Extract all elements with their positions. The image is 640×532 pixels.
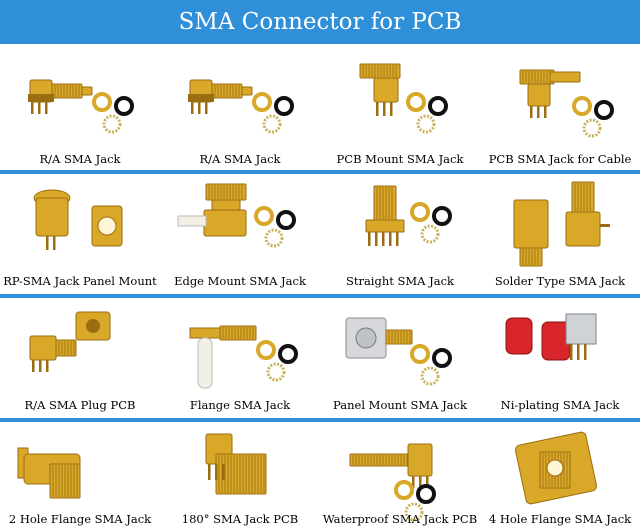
row-divider — [0, 170, 640, 174]
product-label: Panel Mount SMA Jack — [333, 398, 467, 412]
connector-image — [205, 433, 267, 495]
connector-image — [188, 79, 294, 134]
product-label: PCB Mount SMA Jack — [336, 152, 464, 166]
connector-image — [365, 185, 452, 246]
product-label: 180° SMA Jack PCB — [181, 512, 299, 526]
connector-image — [177, 183, 296, 248]
connector-image — [359, 63, 448, 134]
page-title: SMA Connector for PCB — [178, 9, 462, 35]
product-label: Flange SMA Jack — [189, 398, 291, 412]
row-divider — [0, 418, 640, 422]
product-label: Waterproof SMA Jack PCB — [322, 512, 478, 526]
connector-image — [28, 79, 134, 134]
product-label: R/A SMA Jack — [39, 152, 121, 166]
product-label: 2 Hole Flange SMA Jack — [8, 512, 152, 526]
connector-image — [189, 325, 298, 389]
connector-image — [519, 69, 614, 138]
connector-image — [513, 181, 610, 267]
product-label: Straight SMA Jack — [345, 274, 455, 288]
product-label: Solder Type SMA Jack — [494, 274, 626, 288]
product-label: RP-SMA Jack Panel Mount — [3, 274, 157, 288]
title-banner — [0, 0, 640, 44]
product-label: R/A SMA Plug PCB — [24, 398, 136, 412]
product-label: Edge Mount SMA Jack — [174, 274, 306, 288]
connector-image — [29, 311, 111, 372]
connector-image — [33, 189, 123, 250]
connector-image — [505, 313, 597, 361]
connector-image — [514, 431, 598, 505]
connector-image — [345, 317, 452, 386]
product-label: 4 Hole Flange SMA Jack — [488, 512, 632, 526]
connector-image — [349, 443, 436, 522]
row-divider — [0, 294, 640, 298]
connector-image — [17, 447, 81, 499]
product-label: Ni-plating SMA Jack — [500, 398, 620, 412]
product-label: PCB SMA Jack for Cable — [488, 152, 632, 166]
product-label: R/A SMA Jack — [199, 152, 281, 166]
